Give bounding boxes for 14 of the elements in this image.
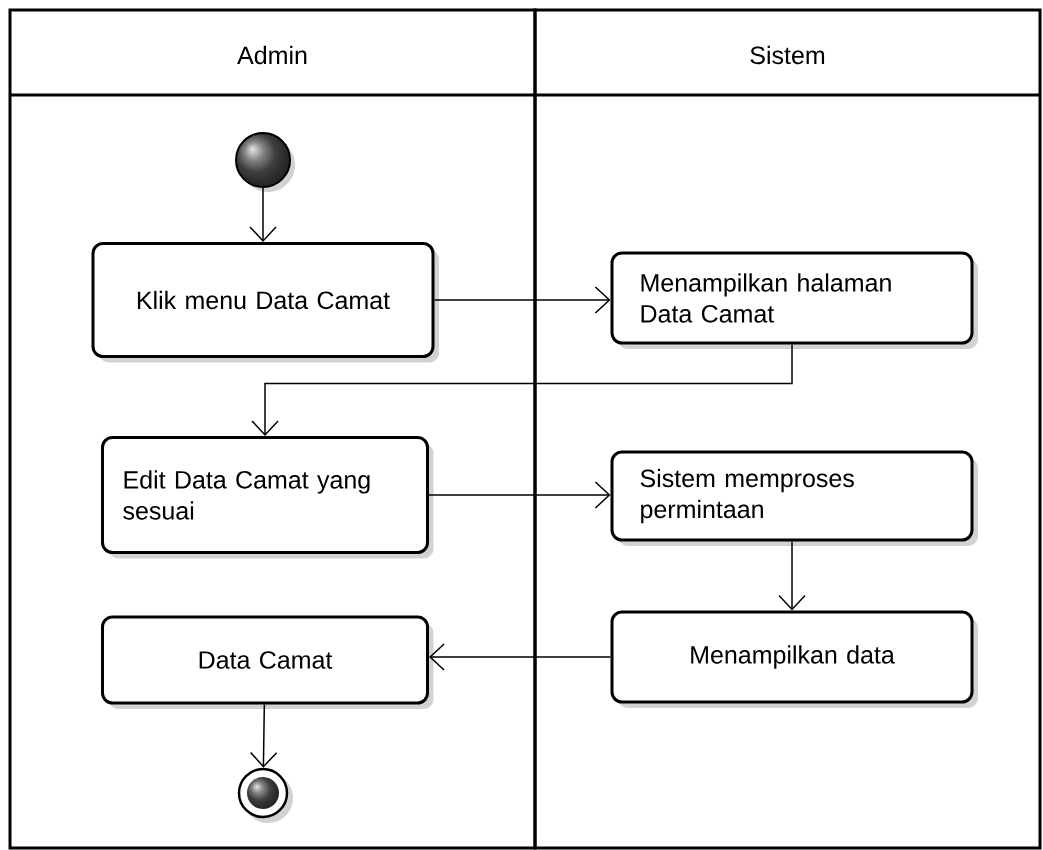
action-box: Edit Data Camat yang sesuai [101,436,434,559]
arrow [429,643,612,671]
arrow [249,703,278,768]
arrow [433,286,611,314]
action-box: Sistem memproses permintaan [610,450,978,546]
arrow [778,540,806,611]
action-box: Klik menu Data Camat [91,242,439,363]
arrow [249,186,277,242]
action-box: Menampilkan data [610,610,978,708]
action-box: Data Camat [101,615,434,709]
arrow [428,481,611,509]
action-box: Menampilkan halaman Data Camat [610,251,978,349]
initial-node [235,132,295,192]
arrow [251,343,793,436]
